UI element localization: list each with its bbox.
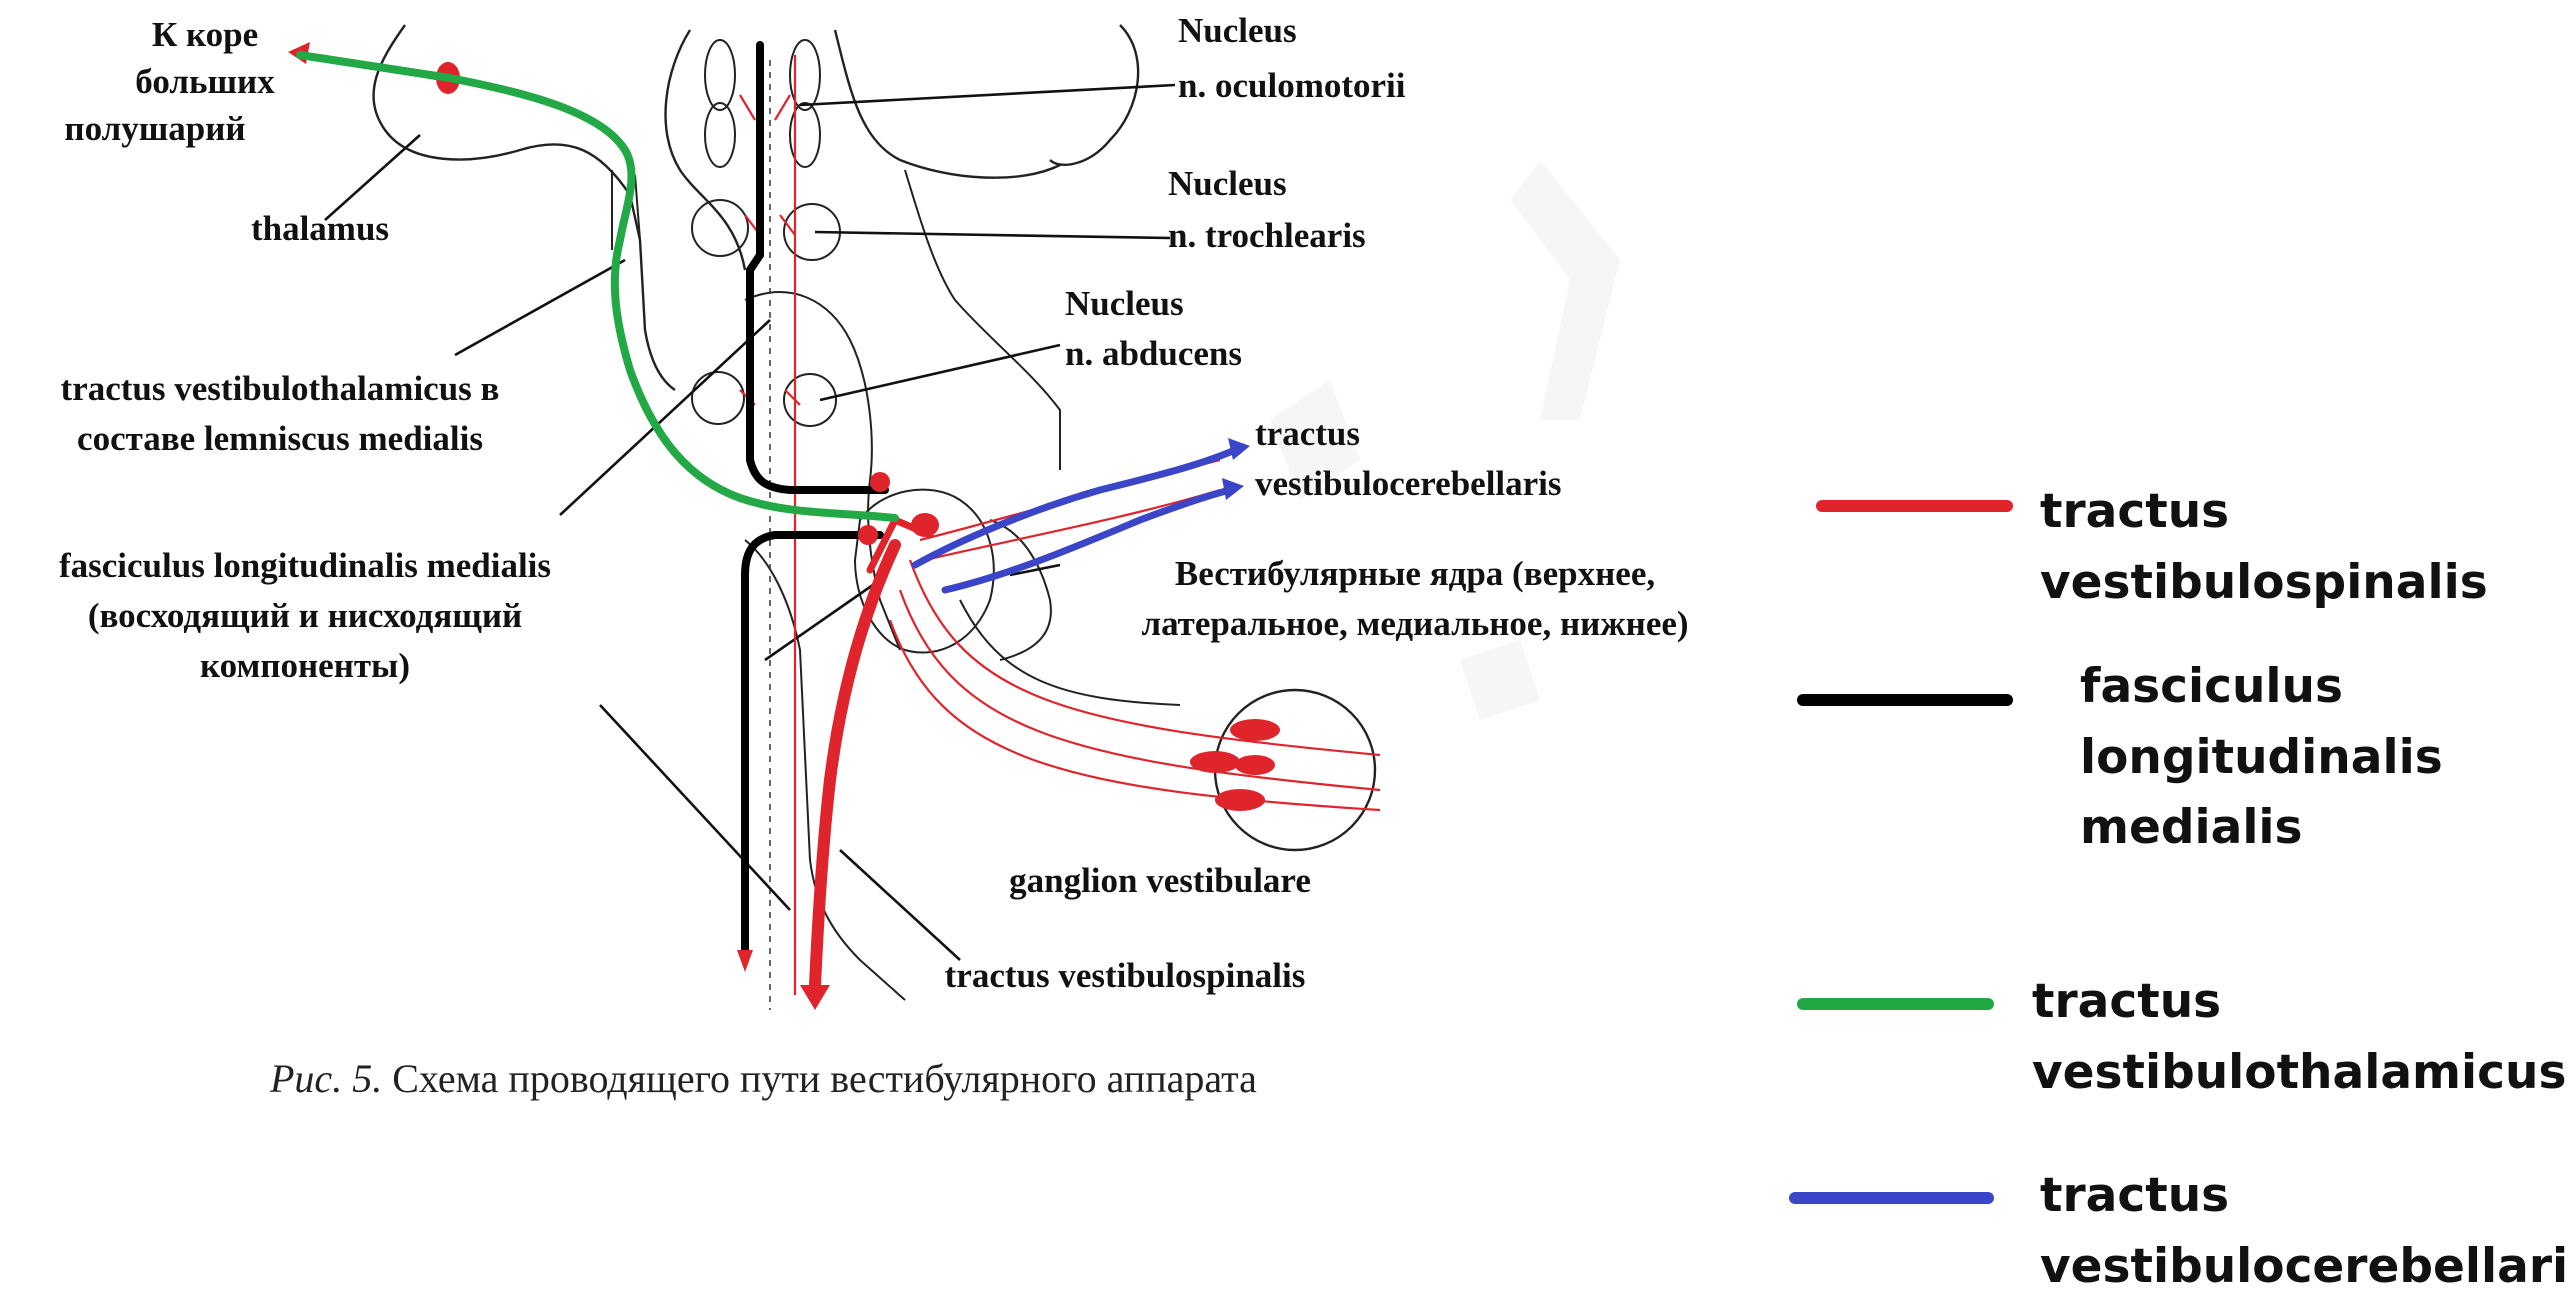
- legend-item-vestibulospinalis: tractus vestibulospinalis: [1822, 484, 2488, 610]
- ganglion-cells: [1190, 719, 1280, 811]
- label-vestibulospinalis: tractus vestibulospinalis: [945, 956, 1306, 995]
- legend-item-vestibulocerebellaris: tractus vestibulocerebellaris: [1795, 1168, 2569, 1290]
- label-trochlear-line1: Nucleus: [1168, 164, 1287, 203]
- caption-prefix: Рис. 5.: [269, 1056, 382, 1101]
- legend-item-vestibulothalamicus: tractus vestibulothalamicus: [1803, 974, 2566, 1100]
- label-vestibulothalamicus-line2: составе lemniscus medialis: [77, 419, 483, 458]
- label-vestibulothalamicus-line1: tractus vestibulothalamicus в: [61, 369, 500, 408]
- caption-text: Схема проводящего пути вестибулярного ап…: [382, 1056, 1257, 1101]
- label-ganglion: ganglion vestibulare: [1009, 861, 1311, 900]
- label-cortex-line1: К коре: [152, 15, 258, 54]
- flm-arrowhead: [737, 950, 753, 972]
- label-cortex-line2: больших: [135, 62, 275, 101]
- vestibulospinal-arrowhead: [800, 985, 830, 1010]
- vestibulocerebellar-arrowheads: [1222, 438, 1250, 500]
- legend: tractus vestibulospinalis fasciculus lon…: [1795, 484, 2569, 1290]
- label-oculomotor-line2: n. oculomotorii: [1178, 66, 1406, 105]
- label-flm-line1: fasciculus longitudinalis medialis: [59, 546, 551, 585]
- legend-label-line3: medialis: [2080, 800, 2303, 855]
- label-cortex-line3: полушарий: [64, 109, 245, 148]
- leader-lines: [325, 85, 1175, 960]
- label-oculomotor-line1: Nucleus: [1178, 11, 1297, 50]
- legend-label-line1: tractus: [2032, 974, 2221, 1029]
- legend-label-line1: tractus: [2040, 484, 2229, 539]
- legend-label-line1: fasciculus: [2080, 659, 2343, 714]
- legend-label-line2: vestibulocerebellaris: [2040, 1239, 2569, 1290]
- legend-item-flm: fasciculus longitudinalis medialis: [1803, 659, 2443, 855]
- label-trochlear-line2: n. trochlearis: [1168, 216, 1366, 255]
- fasciculus-longitudinalis-medialis-path: [745, 45, 885, 955]
- vestibular-nuclei-dots: [436, 62, 939, 545]
- label-vestibulocerebellaris-line1: tractus: [1255, 414, 1360, 453]
- legend-label-line2: longitudinalis: [2080, 730, 2443, 785]
- diagram-labels: К коре больших полушарий thalamus tractu…: [59, 11, 1689, 995]
- legend-label-line1: tractus: [2040, 1168, 2229, 1223]
- label-flm-line2: (восходящий и нисходящий: [88, 596, 522, 635]
- legend-label-line2: vestibulospinalis: [2040, 555, 2488, 610]
- figure-caption: Рис. 5. Схема проводящего пути вестибуля…: [269, 1056, 1257, 1101]
- label-thalamus: thalamus: [251, 209, 389, 248]
- label-abducens-line1: Nucleus: [1065, 284, 1184, 323]
- legend-label-line2: vestibulothalamicus: [2032, 1045, 2566, 1100]
- label-vestibular-nuclei-line2: латеральное, медиальное, нижнее): [1141, 604, 1688, 643]
- label-abducens-line2: n. abducens: [1065, 334, 1242, 373]
- label-vestibular-nuclei-line1: Вестибулярные ядра (верхнее,: [1175, 554, 1655, 593]
- label-vestibulocerebellaris-line2: vestibulocerebellaris: [1255, 464, 1562, 503]
- label-flm-line3: компоненты): [200, 646, 410, 685]
